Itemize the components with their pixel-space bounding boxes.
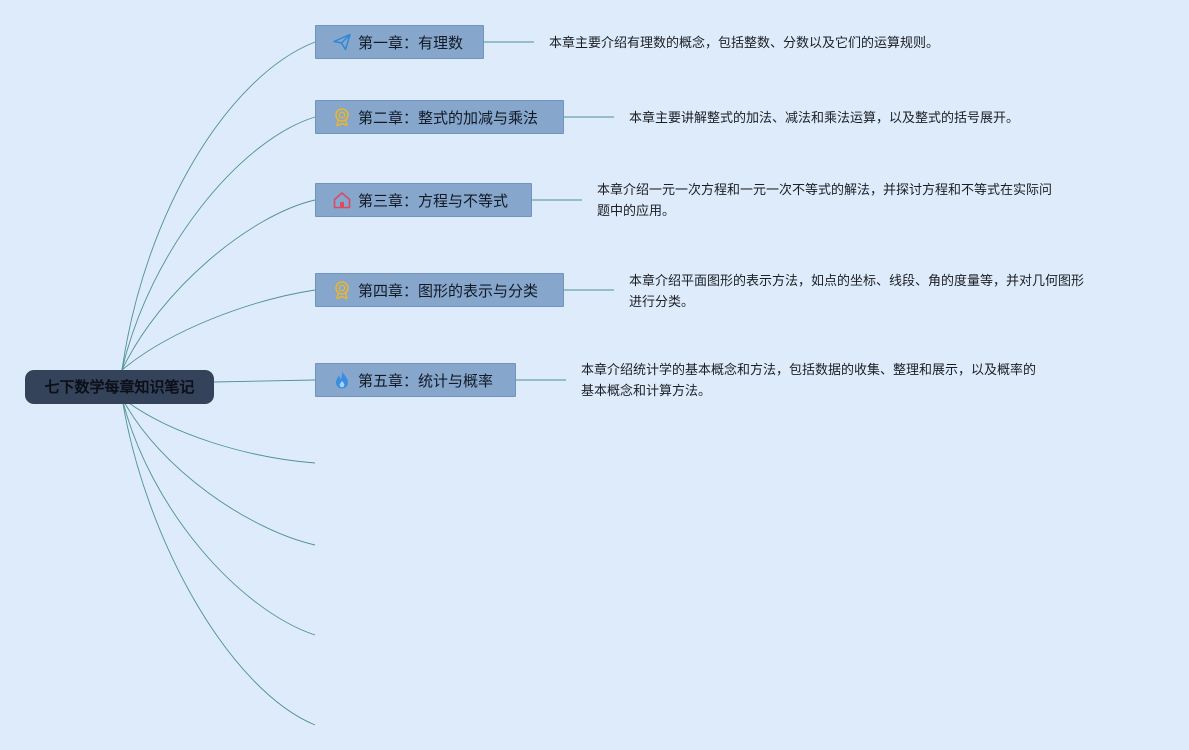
chapter-description-4: 本章介绍平面图形的表示方法，如点的坐标、线段、角的度量等，并对几何图形 进行分类… xyxy=(629,271,1084,313)
award-medal-icon xyxy=(332,280,352,300)
connector-empty-1 xyxy=(121,397,316,464)
chapter-description-1: 本章主要介绍有理数的概念，包括整数、分数以及它们的运算规则。 xyxy=(549,33,939,54)
root-node[interactable]: 七下数学每章知识笔记 xyxy=(25,370,214,404)
chapter-description-2: 本章主要讲解整式的加法、减法和乘法运算，以及整式的括号展开。 xyxy=(629,108,1019,129)
home-icon xyxy=(332,190,352,210)
connector-chapter-5 xyxy=(213,379,316,383)
connector-chapter-3 xyxy=(121,199,316,371)
award-medal-icon xyxy=(332,107,352,127)
description-line: 本章介绍统计学的基本概念和方法，包括数据的收集、整理和展示，以及概率的 xyxy=(581,363,1037,378)
description-line: 本章主要讲解整式的加法、减法和乘法运算，以及整式的括号展开。 xyxy=(629,111,1020,126)
chapter-node-5[interactable]: 第五章：统计与概率 xyxy=(315,363,516,397)
description-line: 题中的应用。 xyxy=(597,204,676,219)
chapter-node-2[interactable]: 第二章：整式的加减与乘法 xyxy=(315,100,564,134)
description-line: 进行分类。 xyxy=(629,295,695,310)
description-line: 本章主要介绍有理数的概念，包括整数、分数以及它们的运算规则。 xyxy=(549,36,940,51)
chapter-title: 第五章：统计与概率 xyxy=(358,371,494,390)
flame-icon xyxy=(332,370,352,390)
chapter-node-1[interactable]: 第一章：有理数 xyxy=(315,25,484,59)
connector-chapter-4 xyxy=(121,289,316,371)
description-line: 本章介绍平面图形的表示方法，如点的坐标、线段、角的度量等，并对几何图形 xyxy=(629,274,1085,289)
description-line: 本章介绍一元一次方程和一元一次不等式的解法，并探讨方程和不等式在实际问 xyxy=(597,183,1053,198)
chapter-node-4[interactable]: 第四章：图形的表示与分类 xyxy=(315,273,564,307)
connector-empty-2 xyxy=(121,397,316,546)
chapter-node-3[interactable]: 第三章：方程与不等式 xyxy=(315,183,532,217)
description-line: 基本概念和计算方法。 xyxy=(581,384,712,399)
chapter-description-5: 本章介绍统计学的基本概念和方法，包括数据的收集、整理和展示，以及概率的 基本概念… xyxy=(581,360,1036,402)
connector-empty-3 xyxy=(121,397,316,636)
paper-plane-icon xyxy=(332,32,352,52)
connector-chapter-2 xyxy=(121,116,316,371)
root-title: 七下数学每章知识笔记 xyxy=(44,378,195,396)
chapter-title: 第一章：有理数 xyxy=(358,33,464,52)
connector-chapter-1 xyxy=(121,41,316,371)
connector-empty-4 xyxy=(121,397,316,726)
chapter-title: 第三章：方程与不等式 xyxy=(358,191,509,210)
chapter-title: 第二章：整式的加减与乘法 xyxy=(358,108,539,127)
chapter-description-3: 本章介绍一元一次方程和一元一次不等式的解法，并探讨方程和不等式在实际问 题中的应… xyxy=(597,180,1052,222)
chapter-title: 第四章：图形的表示与分类 xyxy=(358,281,539,300)
